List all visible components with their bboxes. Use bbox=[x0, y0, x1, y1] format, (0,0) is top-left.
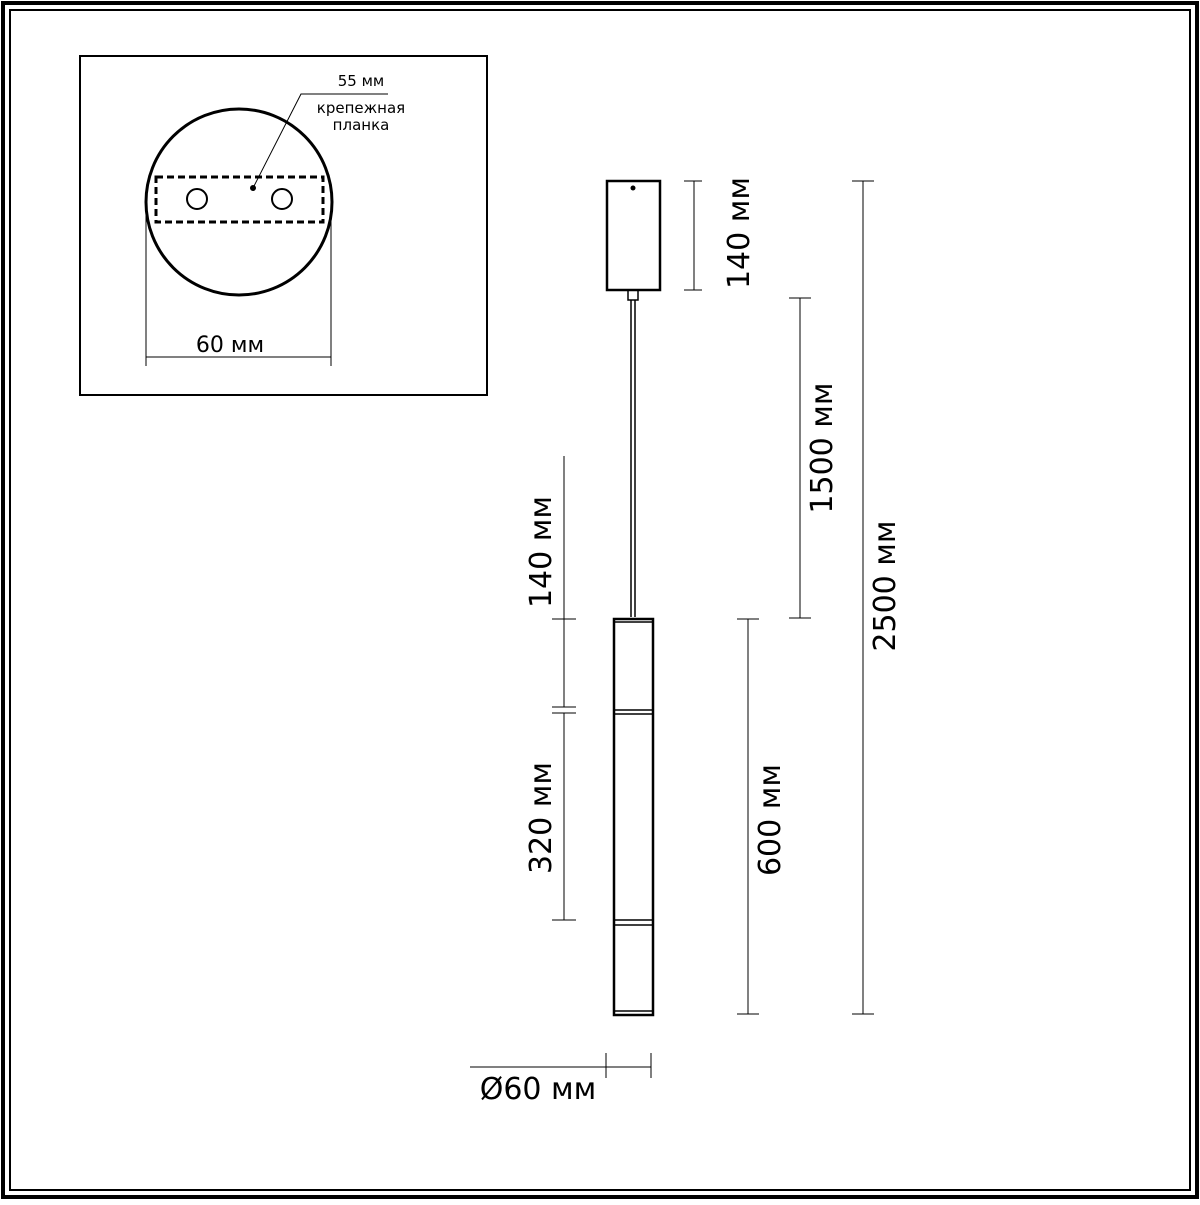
dimension-middle-segment: 320 мм bbox=[524, 712, 576, 921]
mounting-hole-right bbox=[271, 188, 293, 210]
dimension-total-height: 2500 мм bbox=[852, 180, 903, 1015]
inner-frame bbox=[9, 9, 1191, 1191]
cable-holder bbox=[627, 289, 639, 301]
inset-frame bbox=[79, 55, 488, 396]
canopy-diameter-label: 60 мм bbox=[196, 333, 264, 358]
canopy-screw-dot bbox=[630, 185, 636, 191]
canopy-height-label: 140 мм bbox=[722, 177, 757, 289]
inset-top-view: 55 мм крепежная планка 60 мм bbox=[79, 55, 488, 396]
canopy-top-circle bbox=[144, 107, 334, 297]
canopy-body bbox=[605, 179, 662, 292]
dimension-top-segment: 140 мм bbox=[524, 456, 576, 708]
body-diameter-label: Ø60 мм bbox=[480, 1072, 597, 1107]
dimension-canopy-height: 140 мм bbox=[684, 177, 757, 291]
mounting-hole-left bbox=[186, 188, 208, 210]
mounting-plate bbox=[154, 175, 325, 224]
body-outline bbox=[612, 617, 655, 1017]
body-length-label: 600 мм bbox=[753, 764, 788, 876]
dimension-cable-length: 1500 мм bbox=[789, 297, 840, 619]
cable-length-label: 1500 мм bbox=[805, 382, 840, 513]
plate-label-line2: планка bbox=[333, 116, 390, 134]
plate-leader-line bbox=[252, 93, 388, 189]
plate-dim-label: 55 мм bbox=[338, 72, 385, 90]
plate-label-line1: крепежная bbox=[317, 99, 405, 117]
luminaire-side-view bbox=[605, 179, 662, 1017]
dimension-body-diameter: Ø60 мм bbox=[470, 1053, 652, 1107]
total-height-label: 2500 мм bbox=[868, 520, 903, 651]
top-segment-label: 140 мм bbox=[524, 496, 559, 608]
middle-segment-label: 320 мм bbox=[524, 762, 559, 874]
dimension-body-length: 600 мм bbox=[737, 618, 788, 1015]
